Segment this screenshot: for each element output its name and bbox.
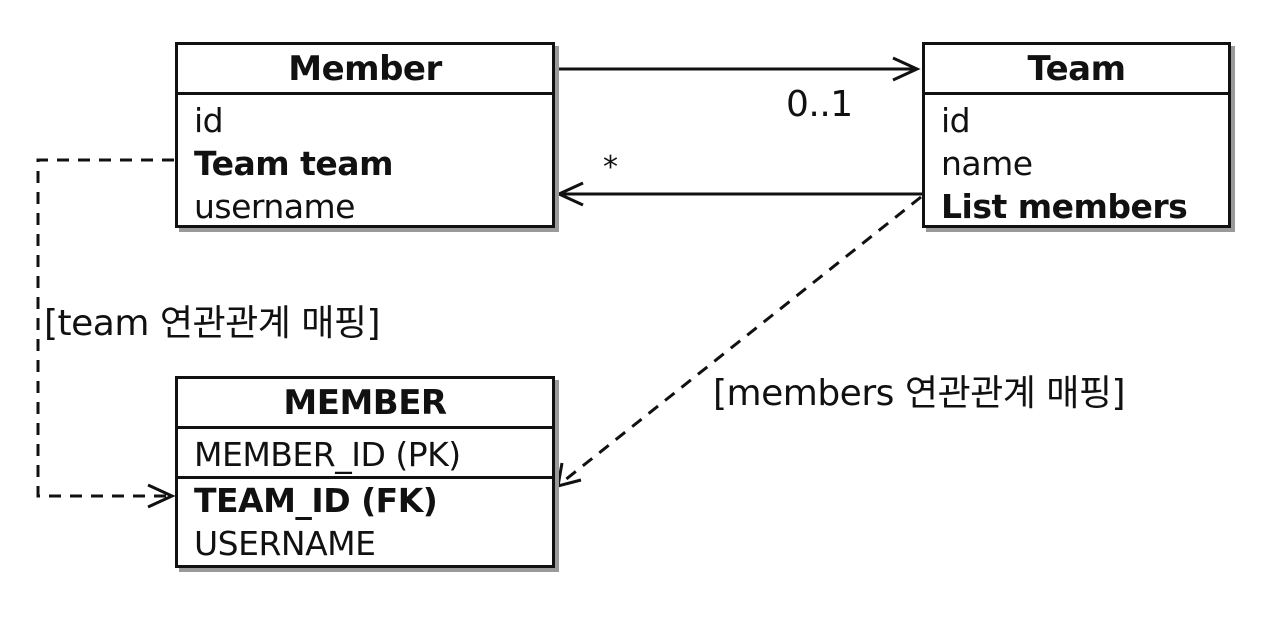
multiplicity-team-label: 0..1	[786, 84, 853, 125]
member-field-username: username	[194, 187, 355, 226]
team-class-title: Team	[925, 45, 1228, 95]
member-class-box: Member id Team team username	[175, 42, 555, 228]
team-field-id: id	[941, 101, 971, 140]
member-table-box: MEMBER MEMBER_ID (PK) TEAM_ID (FK) USERN…	[175, 376, 555, 568]
member-class-title: Member	[178, 45, 552, 95]
members-mapping-label: [members 연관관계 매핑]	[713, 373, 1126, 414]
member-column-team-id: TEAM_ID (FK)	[178, 476, 552, 522]
team-class-box: Team id name List members	[922, 42, 1231, 228]
member-field-team: Team team	[194, 144, 393, 183]
members-mapping-connector	[556, 195, 922, 489]
team-mapping-connector	[36, 158, 176, 509]
member-table-title: MEMBER	[178, 379, 552, 429]
multiplicity-members-label: *	[603, 150, 618, 185]
team-to-member-arrow	[555, 181, 922, 207]
team-mapping-label: [team 연관관계 매핑]	[44, 303, 381, 344]
member-column-username: USERNAME	[194, 524, 376, 563]
team-field-name: name	[941, 144, 1033, 183]
member-field-id: id	[194, 101, 224, 140]
member-column-member-id: MEMBER_ID (PK)	[194, 435, 461, 474]
team-field-members: List members	[941, 187, 1188, 226]
member-to-team-arrow	[556, 56, 921, 82]
